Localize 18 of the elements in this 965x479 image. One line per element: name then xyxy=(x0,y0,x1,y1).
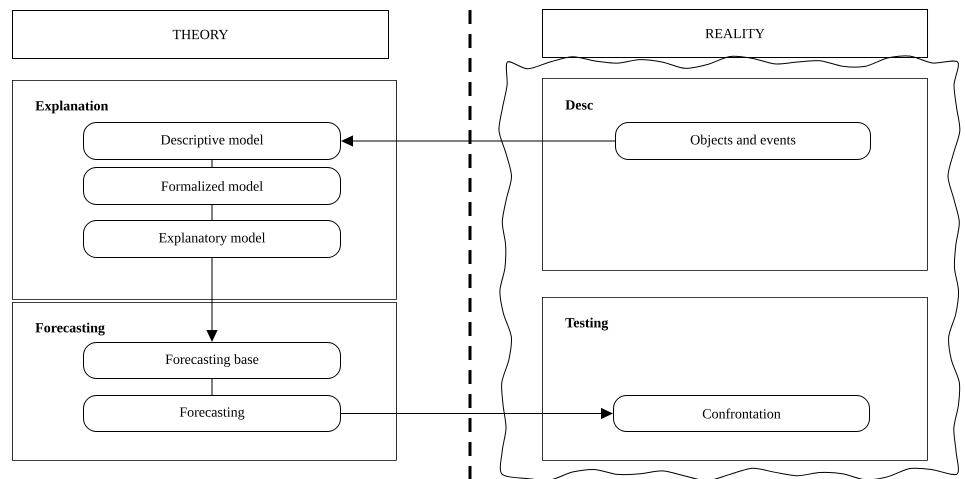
section-heading: Desc xyxy=(565,100,593,110)
section-panel xyxy=(12,80,397,300)
section-heading: Explanation xyxy=(35,100,108,114)
section-panel xyxy=(542,297,928,461)
process-box: Forecasting xyxy=(83,395,341,432)
section-panel xyxy=(542,78,928,271)
process-box: Formalized model xyxy=(83,167,341,205)
header-box: REALITY xyxy=(542,9,928,58)
section-panel xyxy=(12,302,397,461)
header-box: THEORY xyxy=(12,10,389,59)
section-heading: Testing xyxy=(565,318,608,330)
process-box: Explanatory model xyxy=(83,220,341,258)
cloud-outline xyxy=(498,55,960,479)
process-box: Descriptive model xyxy=(83,122,341,160)
process-box: Objects and events xyxy=(615,122,872,160)
process-box: Confrontation xyxy=(613,395,870,432)
process-box: Forecasting base xyxy=(83,342,341,379)
section-heading: Forecasting xyxy=(35,322,105,336)
